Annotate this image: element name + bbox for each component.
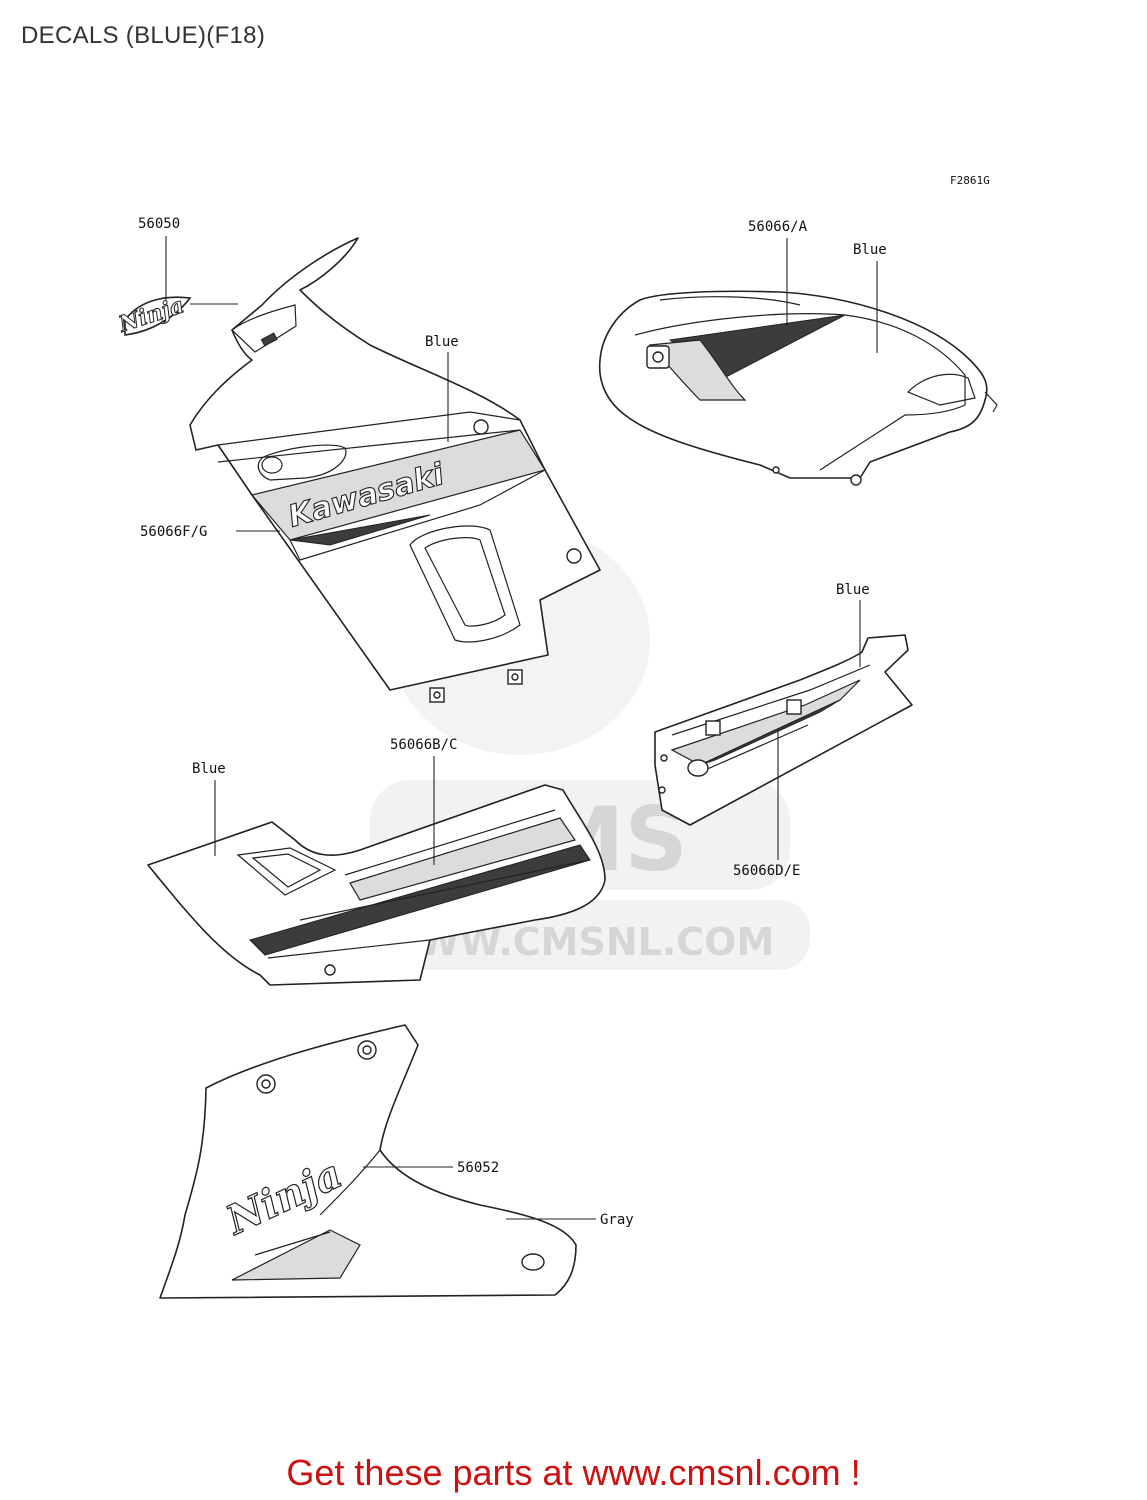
under-cowl: Ninja [159,1024,577,1299]
upper-fairing: Kawasaki [189,237,601,703]
label-56066A: 56066/A [748,219,808,235]
label-56066BC: 56066B/C [390,737,457,753]
label-gray: Gray [600,1212,634,1228]
label-56066FG: 56066F/G [140,524,207,540]
label-56066DE: 56066D/E [733,863,800,879]
label-blue-upper: Blue [425,334,459,350]
side-cover [654,634,913,826]
callouts: 56050 Blue 56066F/G 56066/A Blue Blue 56… [138,216,887,1228]
ninja-decal-small: Ninja [114,292,192,339]
fuel-tank [598,290,998,486]
figure-code: F2861G [950,174,990,187]
label-56052: 56052 [457,1160,499,1176]
label-blue-tank: Blue [853,242,887,258]
footer-parts-link[interactable]: Get these parts at www.cmsnl.com ! [286,1452,861,1493]
label-blue-side: Blue [836,582,870,598]
svg-text:Ninja: Ninja [115,292,187,338]
page-title: DECALS (BLUE)(F18) [21,22,266,49]
lower-side-fairing [147,784,606,986]
label-blue-lower: Blue [192,761,226,777]
label-56050: 56050 [138,216,180,232]
